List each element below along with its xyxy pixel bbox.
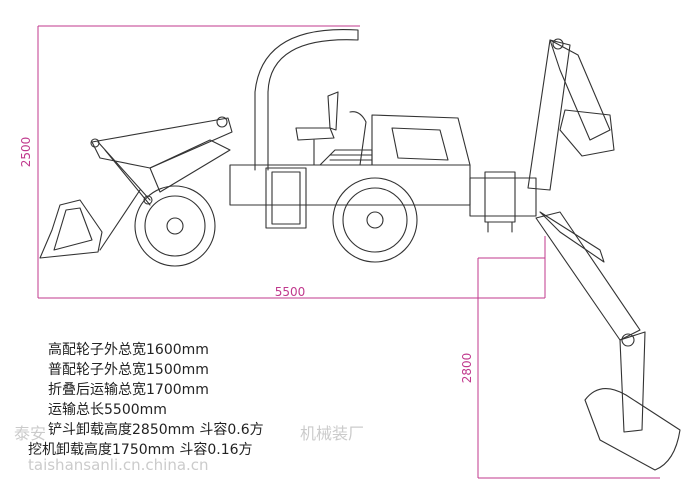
spec-line: 高配轮子外总宽1600mm xyxy=(48,342,209,358)
dimension-lines xyxy=(37,25,660,479)
dim-height-text: 2500 xyxy=(19,137,33,168)
dim-length-text: 5500 xyxy=(275,285,306,299)
spec-list: 高配轮子外总宽1600mm 普配轮子外总宽1500mm 折叠后运输总宽1700m… xyxy=(28,340,358,460)
watermark-url: taishansanli.cn.china.cn xyxy=(28,456,209,474)
spec-line: 铲斗卸载高度2850mm 斗容0.6方 xyxy=(48,422,264,438)
watermark-company-tail: 机械装厂 xyxy=(300,424,365,443)
spec-line: 折叠后运输总宽1700mm xyxy=(48,382,209,398)
dim-depth-text: 2800 xyxy=(460,353,474,384)
spec-line: 运输总长5500mm xyxy=(48,402,167,418)
watermark-company: 泰安 xyxy=(14,424,47,443)
machine-outline xyxy=(39,28,681,471)
spec-line: 挖机卸载高度1750mm 斗容0.16方 xyxy=(28,442,253,458)
spec-line: 普配轮子外总宽1500mm xyxy=(48,362,209,378)
